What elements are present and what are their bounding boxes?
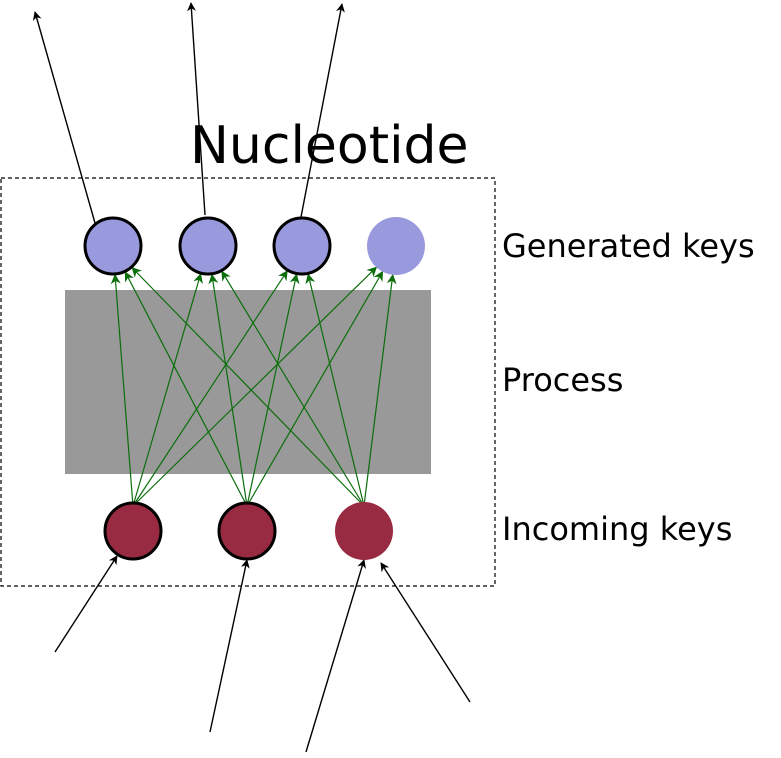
input-arrows <box>54 555 471 753</box>
generated-key-node <box>367 217 425 275</box>
process-block <box>65 290 431 474</box>
system-boundary <box>0 177 496 587</box>
incoming-keys-label: Incoming keys <box>502 510 733 548</box>
input-arrow <box>54 555 118 653</box>
connection-arrow <box>363 273 397 507</box>
connection-arrow <box>132 270 288 507</box>
connection-arrow <box>110 273 134 507</box>
incoming-key-node <box>335 502 393 560</box>
connection-arrow <box>246 273 300 507</box>
generated-keys-layer <box>83 216 425 276</box>
generated-key-node <box>272 216 332 276</box>
output-arrows <box>32 2 345 224</box>
output-arrow <box>300 3 345 218</box>
connection-arrow <box>305 273 365 507</box>
connection-arrow <box>132 273 203 507</box>
connection-arrow <box>131 267 365 507</box>
input-arrow <box>380 562 471 703</box>
output-arrow <box>32 11 96 224</box>
input-arrow <box>305 559 366 753</box>
connection-arrow <box>246 270 384 507</box>
generated-keys-label: Generated keys <box>502 227 755 265</box>
diagram-title: Nucleotide <box>190 116 469 176</box>
incoming-key-node <box>217 501 277 561</box>
input-arrow <box>209 559 250 733</box>
incoming-keys-layer <box>103 501 393 561</box>
connection-arrow <box>221 270 365 507</box>
generated-key-node <box>83 216 143 276</box>
process-label: Process <box>502 361 624 399</box>
connection-arrow <box>132 266 378 507</box>
process-connections <box>110 266 397 507</box>
output-arrow <box>187 2 206 216</box>
incoming-key-node <box>103 501 163 561</box>
generated-key-node <box>178 216 238 276</box>
connection-arrow <box>208 273 248 507</box>
connection-arrow <box>124 271 248 507</box>
